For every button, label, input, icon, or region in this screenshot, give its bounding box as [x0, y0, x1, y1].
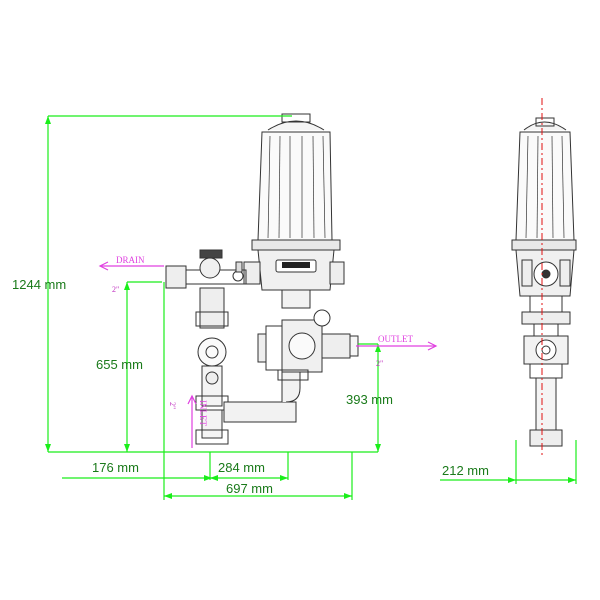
- outlet-size-label: 2": [376, 359, 383, 368]
- inlet-to-outlet-label: 284 mm: [218, 460, 265, 475]
- outlet-label: OUTLET: [378, 334, 413, 344]
- dimension-lines: [47, 115, 577, 500]
- front-view-drawing: [165, 113, 359, 445]
- port-arrows: [98, 261, 438, 448]
- inlet-label: INLET: [198, 400, 208, 426]
- drain-size-label: 2": [112, 285, 119, 294]
- total-height-label: 1244 mm: [12, 277, 66, 292]
- side-view-drawing: [511, 117, 577, 447]
- side-width-label: 212 mm: [442, 463, 489, 478]
- left-offset-label: 176 mm: [92, 460, 139, 475]
- inlet-size-label: 2": [168, 402, 177, 409]
- drain-label: DRAIN: [116, 255, 145, 265]
- drain-height-label: 655 mm: [96, 357, 143, 372]
- dimension-arrowheads: [45, 116, 576, 499]
- outlet-height-label: 393 mm: [346, 392, 393, 407]
- total-width-label: 697 mm: [226, 481, 273, 496]
